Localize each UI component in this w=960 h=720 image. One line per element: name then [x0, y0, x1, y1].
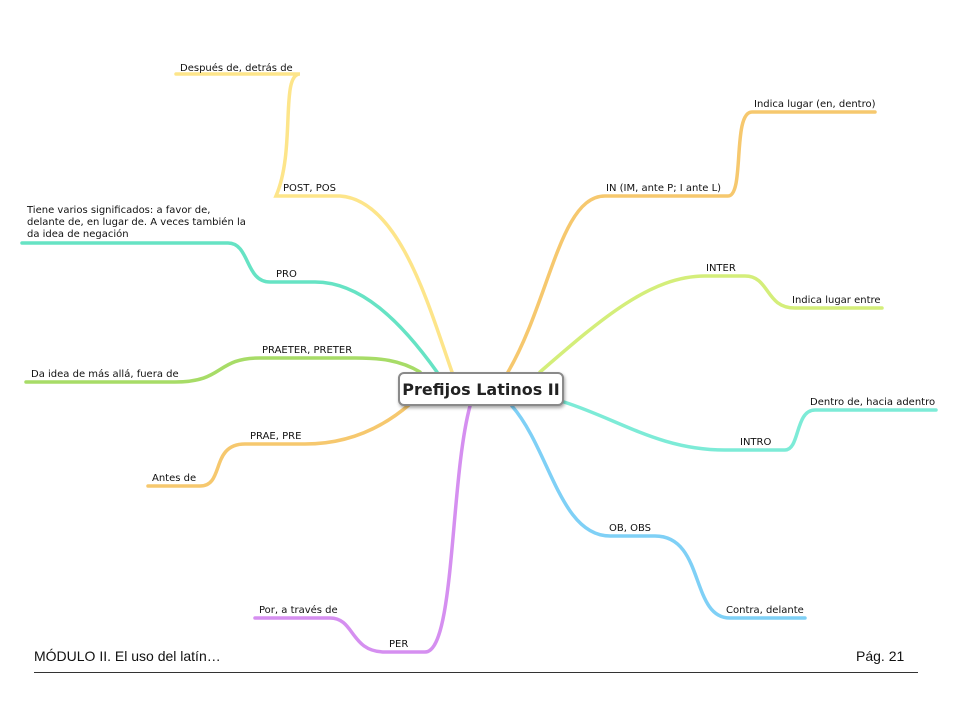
connector-pro	[20, 241, 439, 374]
connector-in	[506, 110, 877, 374]
meaning-pro: Tiene varios significados: a favor de, d…	[27, 205, 246, 240]
connector-ob	[510, 404, 807, 620]
prefix-prae: PRAE, PRE	[250, 431, 302, 442]
meaning-inter: Indica lugar entre	[792, 295, 881, 306]
central-topic: Prefijos Latinos II	[398, 372, 564, 406]
prefix-per: PER	[389, 639, 409, 650]
meaning-prae: Antes de	[152, 473, 197, 484]
prefix-inter: INTER	[706, 263, 736, 274]
connector-intro	[562, 400, 938, 452]
prefix-in: IN (IM, ante P; I ante L)	[606, 183, 722, 194]
prefix-intro: INTRO	[740, 437, 772, 448]
prefix-post: POST, POS	[283, 183, 336, 194]
connector-prae	[146, 402, 412, 488]
meaning-intro: Dentro de, hacia adentro	[810, 397, 936, 408]
footer-page-number: Pág. 21	[856, 648, 905, 664]
connector-inter	[538, 274, 884, 374]
prefix-pro: PRO	[276, 269, 297, 280]
connector-post	[174, 72, 454, 374]
meaning-post: Después de, detrás de	[180, 63, 293, 74]
connector-praeter	[24, 356, 422, 384]
footer-divider	[34, 672, 918, 673]
footer-module-title: MÓDULO II. El uso del latín…	[34, 648, 221, 664]
meaning-praeter: Da idea de más allá, fuera de	[31, 369, 179, 380]
meaning-ob: Contra, delante	[726, 605, 804, 616]
prefix-praeter: PRAETER, PRETER	[262, 345, 353, 356]
connector-per	[253, 404, 472, 654]
prefix-ob: OB, OBS	[609, 523, 651, 534]
meaning-per: Por, a través de	[259, 605, 338, 616]
meaning-in: Indica lugar (en, dentro)	[754, 99, 876, 110]
